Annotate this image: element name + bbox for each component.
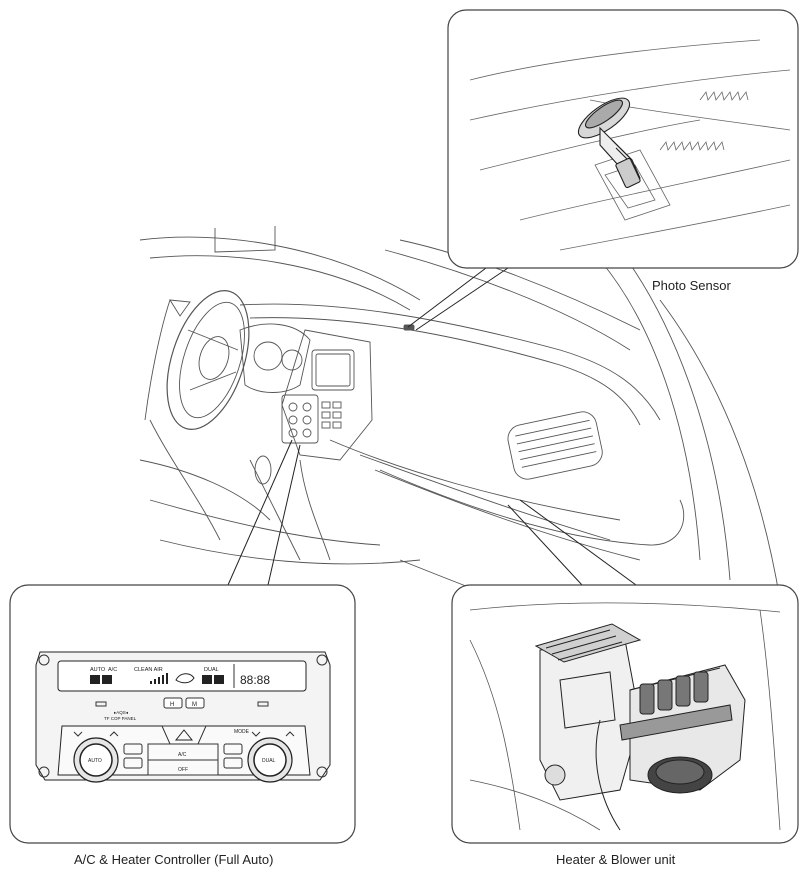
center-off-label: OFF (178, 767, 188, 773)
top-panel-label: TF COP PANEL (104, 716, 137, 721)
display-dual-text: DUAL (204, 667, 219, 673)
controller-detail: AUTO A/C CLEAN AIR DUAL 88:88 H M ▸AQS◂ … (9, 584, 356, 844)
left-knob-label: AUTO (88, 758, 102, 764)
right-knob-label: DUAL (262, 758, 276, 764)
display-clock-text: 88:88 (240, 673, 270, 687)
aqs-label: ▸AQS◂ (114, 710, 129, 715)
h-button-label: H (170, 702, 174, 708)
photo-sensor-icon (577, 97, 641, 189)
mode-label: MODE (234, 729, 250, 735)
display-clean-air-text: CLEAN AIR (134, 667, 163, 673)
hazard-icon (174, 729, 194, 741)
m-button-label: M (192, 702, 197, 708)
right-knob[interactable]: DUAL (247, 737, 293, 783)
m-button[interactable] (185, 697, 205, 709)
photo-sensor-detail (447, 9, 799, 269)
display-auto-text: AUTO (90, 667, 106, 673)
callout-leader-lines (227, 267, 637, 586)
photo-sensor-label: Photo Sensor (652, 278, 731, 293)
temp-arrow-icons (73, 731, 295, 737)
car-interior-sketch (139, 226, 781, 621)
heater-unit-icon (534, 623, 642, 831)
fan-display-icon (175, 673, 195, 684)
display-ac-text: A/C (108, 667, 117, 673)
blower-label: Heater & Blower unit (556, 852, 676, 867)
blower-detail (451, 584, 799, 844)
center-ac-label: A/C (178, 752, 187, 758)
left-knob[interactable]: AUTO (73, 737, 119, 783)
h-button[interactable] (163, 697, 183, 709)
controller-label: A/C & Heater Controller (Full Auto) (74, 852, 274, 867)
display-segments (90, 673, 224, 684)
blower-unit-icon (619, 664, 746, 794)
